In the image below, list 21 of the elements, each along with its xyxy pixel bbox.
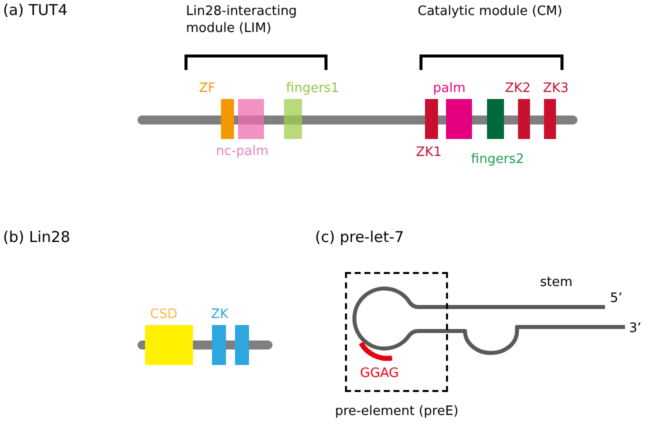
region-label: pre-element (preE) [335,404,458,419]
sequence-label: GGAG [360,366,399,381]
dashed-box [345,272,448,392]
domain-label: ZK2 [505,81,531,96]
domain-label: ZK [211,307,228,322]
domain-label: fingers1 [286,81,340,96]
domain-label: fingers2 [471,152,524,167]
stem-label: stem [540,275,573,290]
panel-title: (c) pre-let-7 [315,230,404,245]
panel-title: (b) Lin28 [3,230,70,245]
end-label: 5’ [610,291,622,306]
domain-label: ZK1 [416,145,442,160]
domain-label: CSD [150,307,178,322]
domain-label: nc-palm [216,144,269,159]
panel-title: (a) TUT4 [3,3,68,18]
domain-label: ZK3 [543,81,569,96]
module-label: Catalytic module (CM) [416,3,564,20]
end-label: 3’ [629,321,642,336]
domain-label: ZF [199,81,216,96]
domain-label: palm [433,81,466,96]
module-label: Lin28-interacting module (LIM) [186,3,298,37]
